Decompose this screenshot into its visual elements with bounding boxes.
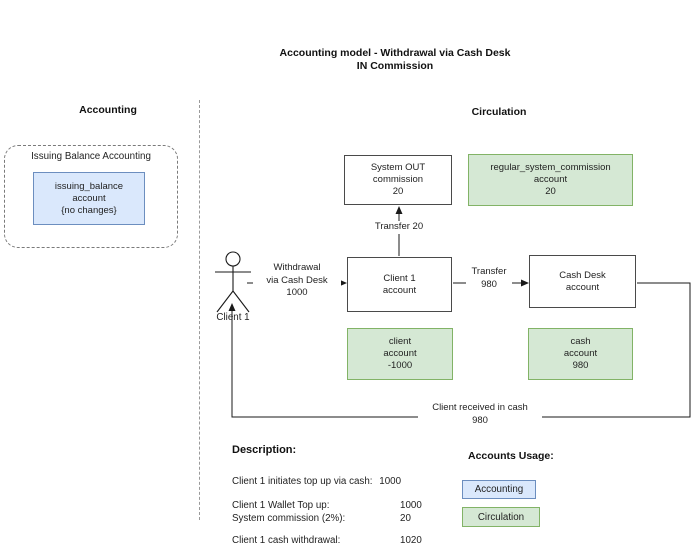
client1-account-line2: account bbox=[382, 284, 417, 296]
client-balance-box: client account -1000 bbox=[347, 328, 453, 380]
accounting-section-header: Accounting bbox=[79, 104, 137, 116]
received-cash-line1: Client received in cash bbox=[432, 402, 528, 413]
system-out-commission-box: System OUT commission 20 bbox=[344, 155, 452, 205]
issuing-balance-account-box: issuing_balance account {no changes} bbox=[33, 172, 145, 225]
description-row: Client 1 cash withdrawal: bbox=[232, 535, 341, 546]
description-row3-value: 1020 bbox=[400, 535, 422, 546]
client1-account-box: Client 1 account bbox=[347, 257, 452, 312]
description-header: Description: bbox=[232, 444, 297, 456]
issuing-balance-group-title: Issuing Balance Accounting bbox=[31, 151, 151, 162]
cash-balance-box: cash account 980 bbox=[528, 328, 633, 380]
issuing-balance-line3: {no changes} bbox=[61, 204, 117, 216]
description-row: Client 1 initiates top up via cash: 1000 bbox=[232, 476, 401, 487]
legend-circulation: Circulation bbox=[462, 507, 540, 527]
diagram-title-line1: Accounting model - Withdrawal via Cash D… bbox=[279, 47, 511, 59]
received-cash-label: Client received in cash 980 bbox=[418, 402, 542, 427]
cash-desk-line2: account bbox=[565, 281, 600, 293]
transfer-cash-desk-line1: Transfer bbox=[471, 266, 507, 277]
withdrawal-label-line1: Withdrawal bbox=[273, 262, 321, 273]
cash-desk-line1: Cash Desk bbox=[559, 269, 606, 281]
issuing-balance-line1: issuing_balance bbox=[54, 180, 124, 192]
section-divider bbox=[199, 100, 200, 520]
system-out-line3: 20 bbox=[392, 186, 404, 197]
withdrawal-label-line3: 1000 bbox=[286, 287, 308, 298]
transfer-commission-label: Transfer 20 bbox=[367, 221, 431, 234]
circulation-section-header: Circulation bbox=[471, 106, 527, 118]
cash-desk-account-box: Cash Desk account bbox=[529, 255, 636, 308]
regular-commission-line1: regular_system_commission bbox=[490, 162, 611, 173]
description-row2-value: 20 bbox=[400, 513, 411, 524]
description-row1-value: 1000 bbox=[400, 500, 422, 511]
description-row0-value: 1000 bbox=[379, 476, 402, 487]
withdrawal-label-line2: via Cash Desk bbox=[266, 274, 328, 286]
regular-commission-line3: 20 bbox=[545, 186, 556, 197]
regular-commission-line2: account bbox=[533, 174, 568, 185]
client-balance-line2: account bbox=[383, 348, 417, 359]
client-actor-icon bbox=[215, 251, 251, 313]
cash-balance-line1: cash bbox=[570, 336, 591, 347]
transfer-cash-desk-line2: 980 bbox=[481, 278, 497, 290]
withdrawal-edge-label: Withdrawal via Cash Desk 1000 bbox=[253, 262, 341, 300]
regular-system-commission-box: regular_system_commission account 20 bbox=[468, 154, 633, 206]
client1-account-line1: Client 1 bbox=[383, 272, 416, 284]
description-row: Client 1 Wallet Top up: bbox=[232, 500, 330, 511]
issuing-balance-line2: account bbox=[72, 192, 106, 204]
received-cash-line2: 980 bbox=[472, 414, 488, 426]
cash-balance-line2: account bbox=[563, 348, 598, 359]
diagram-title: Accounting model - Withdrawal via Cash D… bbox=[145, 47, 645, 73]
legend-accounting: Accounting bbox=[462, 480, 536, 499]
client-actor-label: Client 1 bbox=[216, 312, 250, 323]
diagram-title-line2: IN Commission bbox=[356, 60, 434, 72]
cash-balance-line3: 980 bbox=[572, 360, 589, 371]
client-balance-line1: client bbox=[388, 336, 412, 347]
accounts-usage-header: Accounts Usage: bbox=[468, 450, 554, 462]
description-row0-label: Client 1 initiates top up via cash: bbox=[232, 476, 373, 487]
transfer-cash-desk-label: Transfer 980 bbox=[466, 266, 512, 291]
client-balance-line3: -1000 bbox=[387, 360, 413, 371]
description-row: System commission (2%): bbox=[232, 513, 346, 524]
system-out-line1: System OUT bbox=[370, 162, 426, 173]
system-out-line2: commission bbox=[372, 174, 424, 185]
